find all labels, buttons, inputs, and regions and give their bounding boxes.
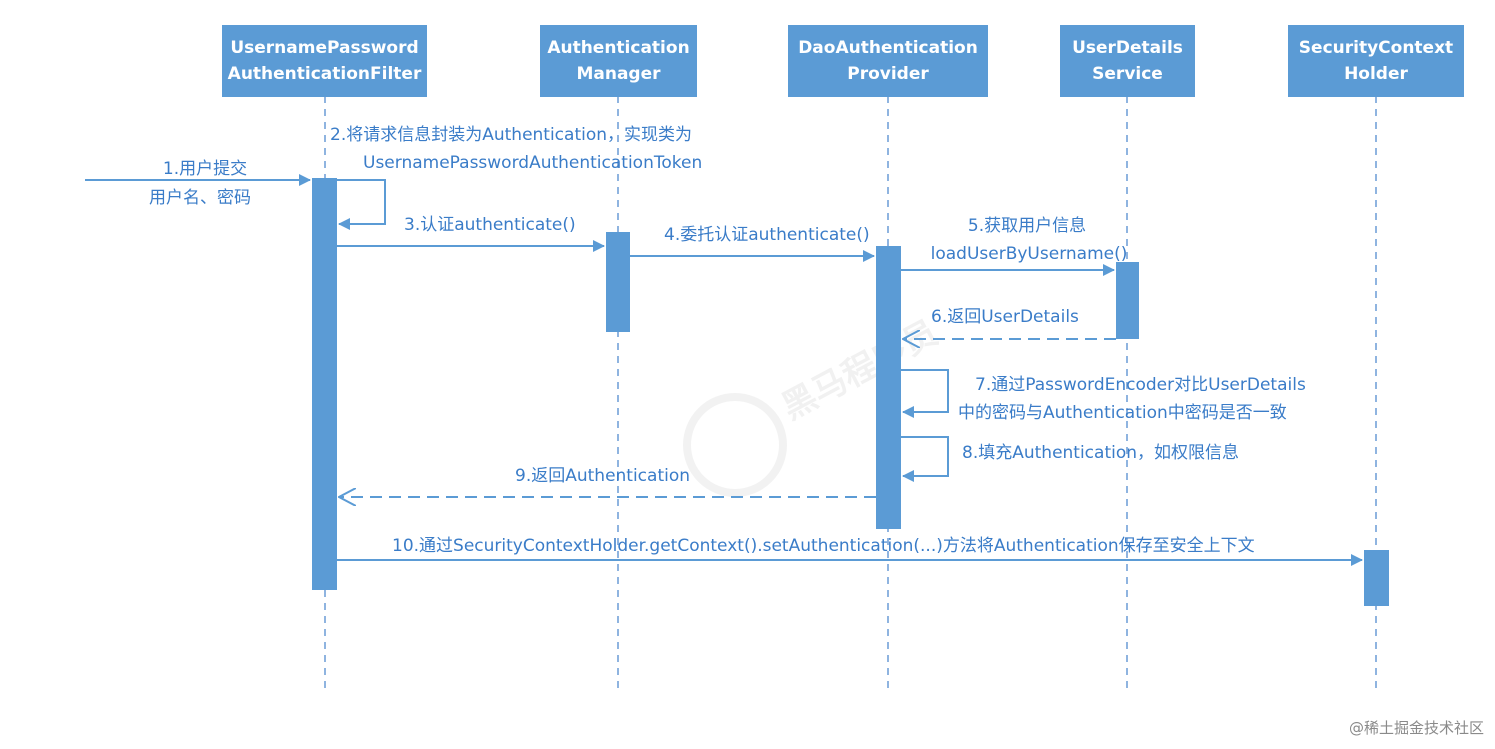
header-line2: Provider	[847, 64, 929, 84]
label-m7-line1: 7.通过PasswordEncoder对比UserDetails	[975, 375, 1306, 395]
label-m4: 4.委托认证authenticate()	[664, 225, 870, 245]
header-box	[222, 25, 427, 97]
footer-credit: @稀土掘金技术社区	[1349, 719, 1484, 737]
header-box	[540, 25, 697, 97]
label-m1-line1: 1.用户提交	[163, 159, 247, 179]
arrow-m7-self	[901, 369, 949, 418]
activation-uds	[1116, 262, 1139, 339]
lifeline-header-holder: SecurityContext Holder	[1288, 25, 1464, 97]
lifeline-headers: UsernamePassword AuthenticationFilter Au…	[222, 25, 1464, 97]
header-line1: Authentication	[547, 38, 689, 58]
watermark-circle	[683, 393, 787, 497]
label-m1-line2: 用户名、密码	[149, 188, 251, 208]
header-line2: Service	[1092, 64, 1163, 84]
lifeline-header-manager: Authentication Manager	[540, 25, 697, 97]
header-line2: Holder	[1344, 64, 1408, 84]
lifeline-header-filter: UsernamePassword AuthenticationFilter	[222, 25, 427, 97]
header-line1: DaoAuthentication	[798, 38, 978, 58]
label-m10: 10.通过SecurityContextHolder.getContext().…	[392, 536, 1255, 556]
header-box	[1060, 25, 1195, 97]
header-box	[1288, 25, 1464, 97]
activation-filter	[312, 178, 337, 590]
header-line1: UsernamePassword	[230, 38, 418, 58]
header-line2: AuthenticationFilter	[228, 64, 422, 84]
label-m6: 6.返回UserDetails	[931, 307, 1079, 327]
lifeline-header-provider: DaoAuthentication Provider	[788, 25, 988, 97]
header-box	[788, 25, 988, 97]
label-m2-line2: UsernamePasswordAuthenticationToken	[363, 153, 702, 173]
label-m3: 3.认证authenticate()	[404, 215, 576, 235]
label-m2-line1: 2.将请求信息封装为Authentication，实现类为	[330, 125, 692, 145]
header-line1: UserDetails	[1072, 38, 1183, 58]
header-line2: Manager	[576, 64, 661, 84]
message-labels: 1.用户提交 用户名、密码 2.将请求信息封装为Authentication，实…	[149, 125, 1306, 556]
header-line1: SecurityContext	[1299, 38, 1453, 58]
label-m9: 9.返回Authentication	[515, 466, 690, 486]
activation-bars	[312, 178, 1389, 606]
message-arrows	[85, 174, 1363, 566]
activation-holder	[1364, 550, 1389, 606]
label-m7-line2: 中的密码与Authentication中密码是否一致	[958, 403, 1287, 423]
activation-provider	[876, 246, 901, 529]
label-m8: 8.填充Authentication，如权限信息	[962, 443, 1239, 463]
label-m5-line2: loadUserByUsername()	[931, 244, 1128, 264]
arrow-m2-self	[337, 179, 386, 230]
label-m5-line1: 5.获取用户信息	[968, 216, 1086, 236]
lifeline-header-uds: UserDetails Service	[1060, 25, 1195, 97]
activation-manager	[606, 232, 630, 332]
arrow-m8-self	[901, 436, 949, 482]
